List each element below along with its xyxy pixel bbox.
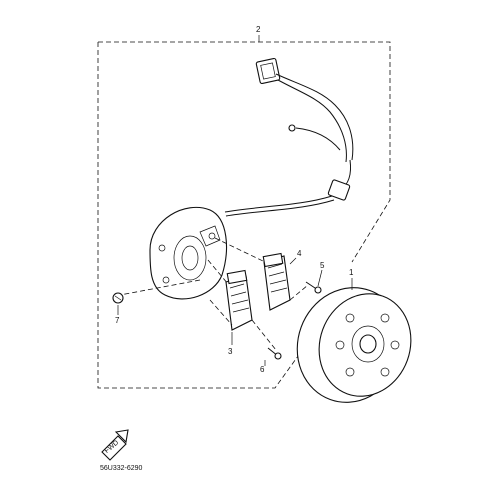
callout-5: 5 — [320, 261, 325, 270]
screw-5 — [305, 281, 322, 294]
pickup-coil — [262, 252, 291, 311]
callout-4: 4 — [297, 249, 302, 258]
fwd-arrow-icon: FWD — [101, 429, 129, 461]
callout-7: 7 — [115, 316, 120, 325]
callout-3: 3 — [228, 347, 233, 356]
screw-7 — [112, 292, 124, 304]
source-coil — [225, 269, 253, 331]
screw-6 — [267, 347, 282, 360]
callout-2: 2 — [256, 25, 261, 34]
stator-plate — [149, 206, 227, 300]
callout-6: 6 — [260, 365, 265, 374]
diagram-code: 56U332-6290 — [100, 465, 143, 472]
callout-1: 1 — [349, 268, 354, 277]
wiring-harness — [224, 57, 354, 217]
flywheel-rotor — [296, 287, 412, 403]
assembly-boundary — [97, 41, 391, 389]
